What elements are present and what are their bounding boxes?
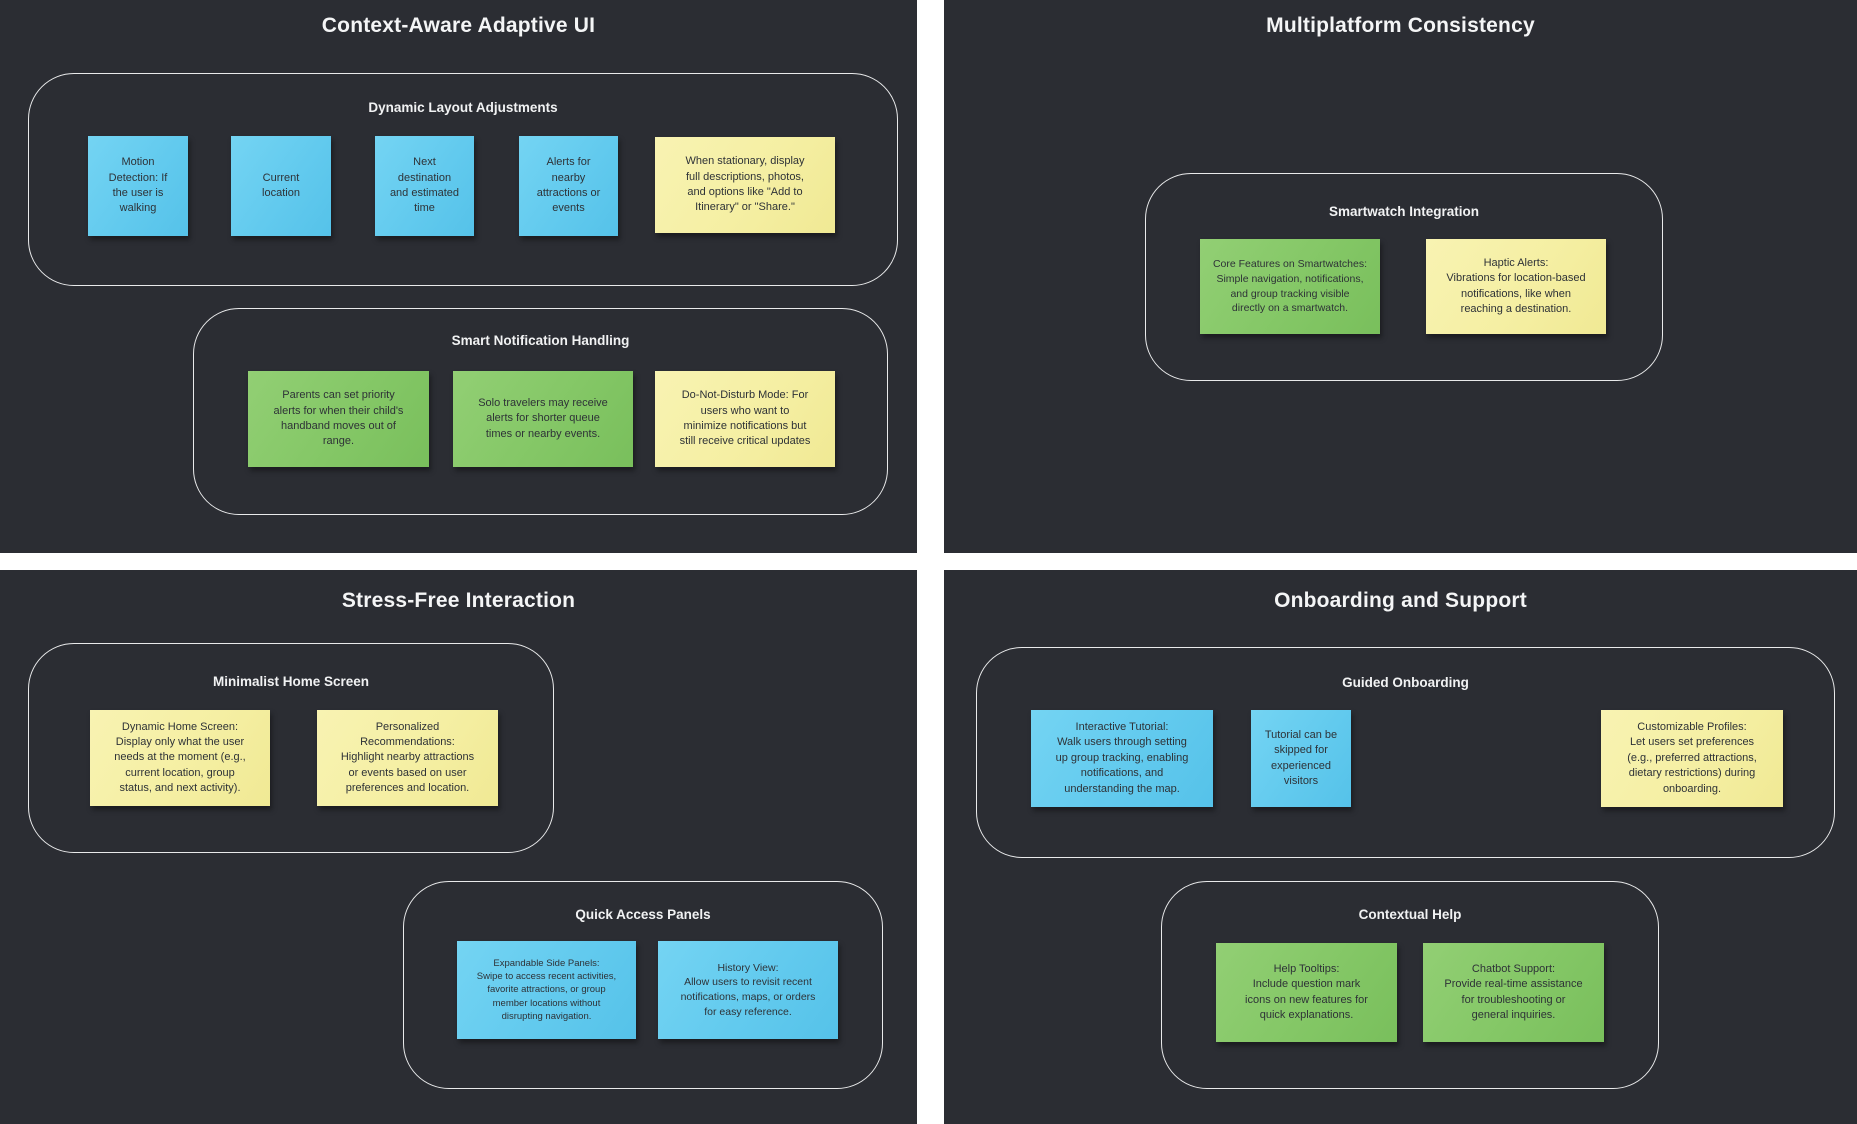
section-frame-dynamic-layout-adjustments[interactable]: Dynamic Layout Adjustments	[28, 73, 898, 286]
sticky-note[interactable]: Do-Not-Disturb Mode: For users who want …	[655, 371, 835, 467]
sticky-note-text: Next destination and estimated time	[389, 156, 460, 215]
sticky-note[interactable]: Customizable Profiles: Let users set pre…	[1601, 710, 1783, 807]
sticky-note[interactable]: Tutorial can be skipped for experienced …	[1251, 710, 1351, 807]
sticky-note-text: Solo travelers may receive alerts for sh…	[478, 396, 608, 440]
sticky-note[interactable]: Help Tooltips: Include question mark ico…	[1216, 943, 1397, 1042]
quadrant-multiplatform-consistency[interactable]: Multiplatform Consistency Smartwatch Int…	[944, 0, 1857, 553]
sticky-note-text: Personalized Recommendations: Highlight …	[340, 720, 475, 795]
sticky-note[interactable]: Dynamic Home Screen: Display only what t…	[90, 710, 270, 806]
sticky-note[interactable]: Next destination and estimated time	[375, 136, 474, 236]
sticky-note[interactable]: Interactive Tutorial: Walk users through…	[1031, 710, 1213, 807]
sticky-note[interactable]: Solo travelers may receive alerts for sh…	[453, 371, 633, 467]
section-label[interactable]: Smart Notification Handling	[451, 333, 630, 348]
sticky-note[interactable]: Expandable Side Panels: Swipe to access …	[457, 941, 636, 1039]
sticky-note[interactable]: History View: Allow users to revisit rec…	[658, 941, 838, 1039]
quadrant-stress-free-interaction[interactable]: Stress-Free Interaction Minimalist Home …	[0, 570, 917, 1124]
quadrant-title[interactable]: Stress-Free Interaction	[341, 589, 576, 612]
section-label[interactable]: Guided Onboarding	[1342, 675, 1469, 690]
sticky-note-text: Customizable Profiles: Let users set pre…	[1627, 721, 1757, 795]
sticky-note-text: Dynamic Home Screen: Display only what t…	[114, 720, 246, 795]
quadrant-title[interactable]: Multiplatform Consistency	[1266, 14, 1535, 37]
sticky-note[interactable]: Core Features on Smartwatches: Simple na…	[1200, 239, 1380, 334]
sticky-note-text: Interactive Tutorial: Walk users through…	[1055, 721, 1189, 795]
sticky-note-text: Chatbot Support: Provide real-time assis…	[1444, 962, 1583, 1021]
sticky-note-text: Alerts for nearby attractions or events	[536, 156, 601, 215]
section-frame-smartwatch-integration[interactable]: Smartwatch Integration	[1145, 173, 1663, 381]
quadrant-context-aware-adaptive-ui[interactable]: Context-Aware Adaptive UI Dynamic Layout…	[0, 0, 917, 553]
sticky-note[interactable]: When stationary, display full descriptio…	[655, 137, 835, 233]
sticky-note-text: History View: Allow users to revisit rec…	[680, 961, 816, 1018]
sticky-note-text: Tutorial can be skipped for experienced …	[1264, 728, 1338, 787]
section-label[interactable]: Smartwatch Integration	[1328, 204, 1480, 219]
section-frame-contextual-help[interactable]: Contextual Help	[1161, 881, 1659, 1089]
sticky-note-text: Motion Detection: If the user is walking	[108, 156, 168, 215]
sticky-note[interactable]: Current location	[231, 136, 331, 236]
section-frame-minimalist-home-screen[interactable]: Minimalist Home Screen	[28, 643, 554, 853]
sticky-note[interactable]: Personalized Recommendations: Highlight …	[317, 710, 498, 806]
sticky-note-text: Do-Not-Disturb Mode: For users who want …	[679, 389, 811, 448]
section-label[interactable]: Dynamic Layout Adjustments	[368, 100, 558, 115]
section-frame-guided-onboarding[interactable]: Guided Onboarding	[976, 647, 1835, 858]
quadrant-title[interactable]: Context-Aware Adaptive UI	[321, 14, 596, 37]
sticky-note-text: Haptic Alerts: Vibrations for location-b…	[1446, 256, 1586, 315]
sticky-note[interactable]: Parents can set priority alerts for when…	[248, 371, 429, 467]
sticky-note[interactable]: Haptic Alerts: Vibrations for location-b…	[1426, 239, 1606, 334]
sticky-note-text: Core Features on Smartwatches: Simple na…	[1212, 258, 1368, 315]
sticky-note-text: When stationary, display full descriptio…	[685, 155, 805, 214]
sticky-note[interactable]: Chatbot Support: Provide real-time assis…	[1423, 943, 1604, 1042]
section-frame-smart-notification-handling[interactable]: Smart Notification Handling	[193, 308, 888, 515]
sticky-note[interactable]: Alerts for nearby attractions or events	[519, 136, 618, 236]
sticky-note[interactable]: Motion Detection: If the user is walking	[88, 136, 188, 236]
section-label[interactable]: Minimalist Home Screen	[212, 674, 370, 689]
quadrant-onboarding-and-support[interactable]: Onboarding and Support Guided Onboarding…	[944, 570, 1857, 1124]
section-frame-quick-access-panels[interactable]: Quick Access Panels	[403, 881, 883, 1089]
sticky-note-text: Help Tooltips: Include question mark ico…	[1245, 962, 1368, 1021]
section-label[interactable]: Quick Access Panels	[575, 907, 711, 922]
quadrant-title[interactable]: Onboarding and Support	[1274, 589, 1527, 612]
sticky-note-text: Current location	[262, 171, 300, 199]
sticky-note-text: Expandable Side Panels: Swipe to access …	[476, 957, 617, 1022]
section-label[interactable]: Contextual Help	[1358, 907, 1462, 922]
sticky-note-text: Parents can set priority alerts for when…	[273, 389, 404, 448]
